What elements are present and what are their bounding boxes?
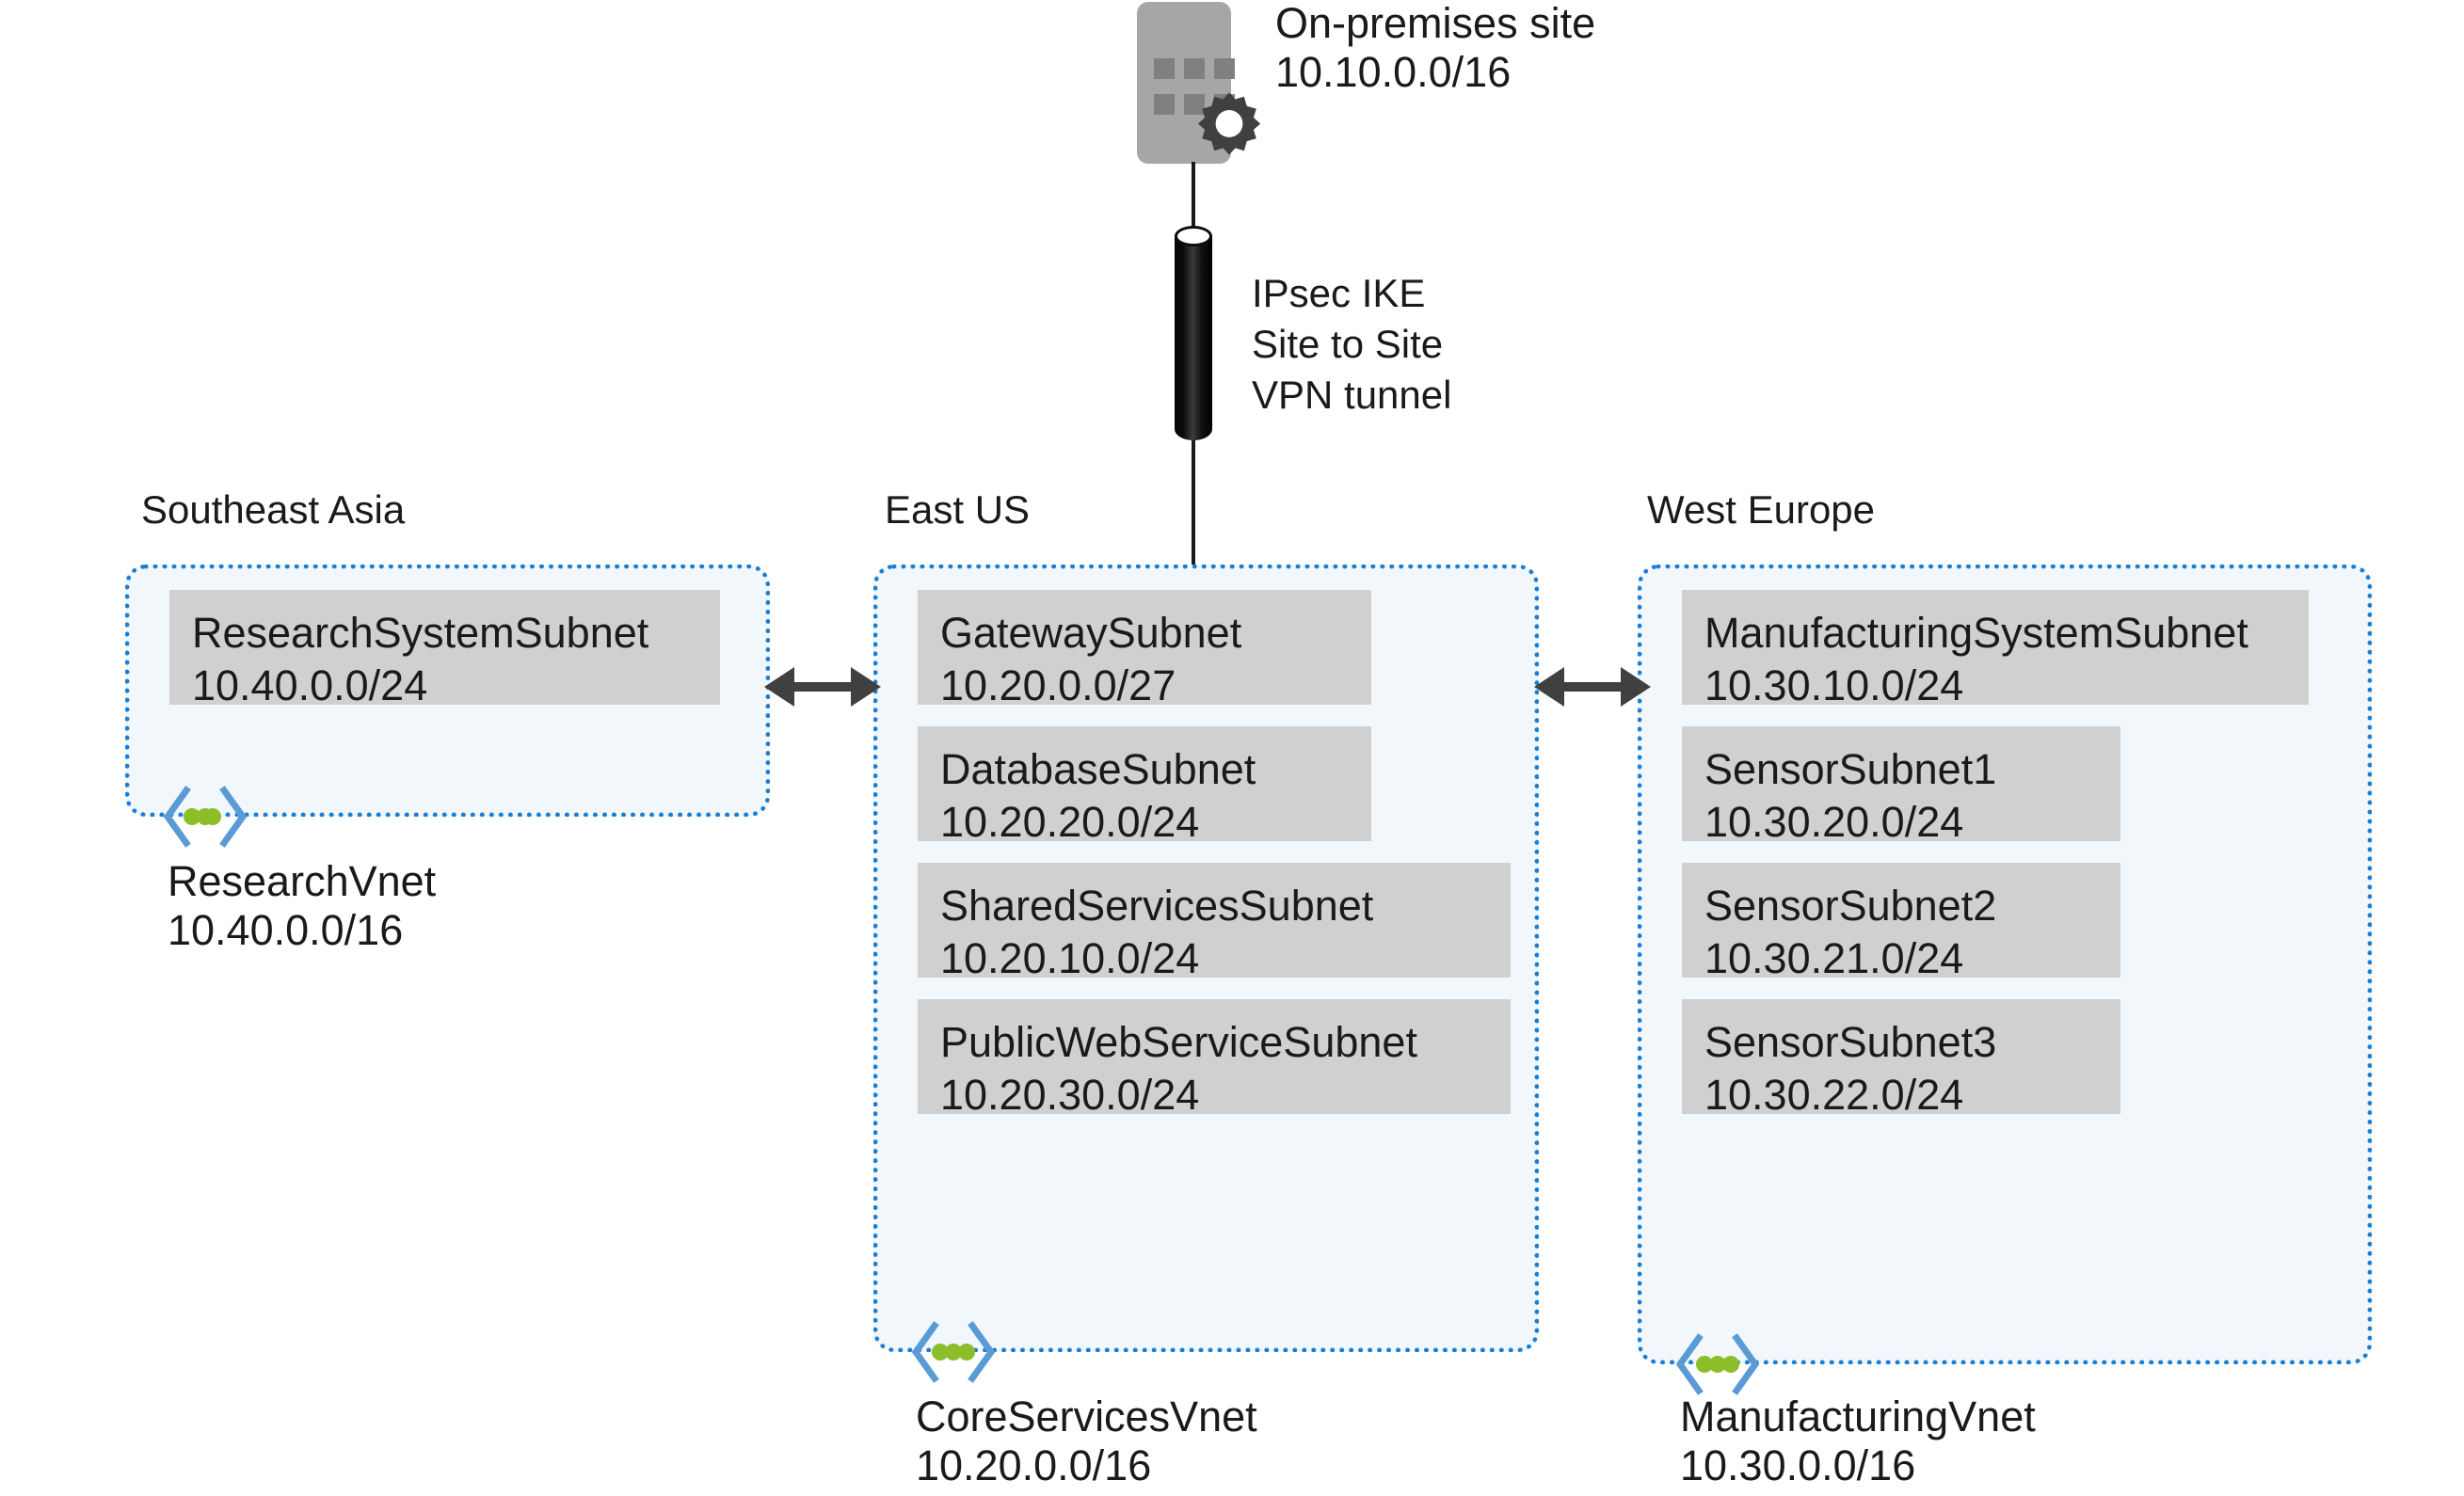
vnet-cidr-core-services: 10.20.0.0/16 <box>916 1441 1152 1489</box>
on-premises-building-icon <box>1137 2 1261 164</box>
building-window <box>1214 58 1235 79</box>
tunnel-cylinder-opening <box>1175 226 1212 247</box>
region-label-west-europe: West Europe <box>1647 487 1876 532</box>
subnet-box-sensor-1[interactable]: SensorSubnet1 10.30.20.0/24 <box>1682 726 2120 846</box>
subnet-cidr: 10.20.20.0/24 <box>940 797 1200 846</box>
subnet-name: ManufacturingSystemSubnet <box>1704 609 2248 657</box>
subnet-name: SensorSubnet1 <box>1704 745 1997 793</box>
building-window <box>1154 58 1175 79</box>
subnet-name: SensorSubnet2 <box>1704 882 1997 930</box>
subnet-name: SharedServicesSubnet <box>940 882 1374 930</box>
vnet-name-research: ResearchVnet <box>168 857 437 905</box>
vnet-cidr-research: 10.40.0.0/16 <box>168 906 404 954</box>
vnet-chevron-dots-icon <box>911 1321 996 1383</box>
subnet-name: SensorSubnet3 <box>1704 1018 1997 1066</box>
subnet-box-research-system[interactable]: ResearchSystemSubnet 10.40.0.0/24 <box>169 590 720 709</box>
subnet-cidr: 10.20.10.0/24 <box>940 933 1200 982</box>
subnet-box-shared-services[interactable]: SharedServicesSubnet 10.20.10.0/24 <box>918 863 1511 982</box>
subnet-name: GatewaySubnet <box>940 609 1242 657</box>
vnet-name-core-services: CoreServicesVnet <box>916 1393 1257 1440</box>
subnet-cidr: 10.40.0.0/24 <box>192 660 428 709</box>
gear-icon <box>1197 92 1261 155</box>
subnet-box-sensor-3[interactable]: SensorSubnet3 10.30.22.0/24 <box>1682 999 2120 1119</box>
vnet-box-manufacturing[interactable]: ManufacturingSystemSubnet 10.30.10.0/24 … <box>1638 565 2372 1364</box>
subnet-box-database[interactable]: DatabaseSubnet 10.20.20.0/24 <box>918 726 1371 846</box>
vnet-box-research[interactable]: ResearchSystemSubnet 10.40.0.0/24 <box>125 565 770 817</box>
subnet-box-sensor-2[interactable]: SensorSubnet2 10.30.21.0/24 <box>1682 863 2120 982</box>
vpn-connector-line-upper <box>1192 162 1195 239</box>
peering-arrow-sea-eastus[interactable] <box>764 659 881 715</box>
on-premises-site-cidr: 10.10.0.0/16 <box>1275 48 1512 96</box>
subnet-box-gateway[interactable]: GatewaySubnet 10.20.0.0/27 <box>918 590 1371 709</box>
vnet-name-manufacturing: ManufacturingVnet <box>1680 1393 2036 1440</box>
subnet-name: PublicWebServiceSubnet <box>940 1018 1417 1066</box>
subnet-cidr: 10.30.22.0/24 <box>1704 1070 1964 1119</box>
building-window <box>1184 58 1205 79</box>
tunnel-label-line1: IPsec IKE <box>1252 271 1426 315</box>
tunnel-label-line2: Site to Site <box>1252 322 1444 366</box>
vnet-cidr-manufacturing: 10.30.0.0/16 <box>1680 1441 1916 1489</box>
subnet-cidr: 10.20.0.0/27 <box>940 660 1176 709</box>
tunnel-cylinder-body <box>1175 235 1212 440</box>
subnet-cidr: 10.20.30.0/24 <box>940 1070 1200 1119</box>
subnet-cidr: 10.30.21.0/24 <box>1704 933 1964 982</box>
building-window <box>1184 94 1205 115</box>
tunnel-label-line3: VPN tunnel <box>1252 373 1452 417</box>
subnet-box-manufacturing-system[interactable]: ManufacturingSystemSubnet 10.30.10.0/24 <box>1682 590 2309 709</box>
subnet-cidr: 10.30.10.0/24 <box>1704 660 1964 709</box>
vnet-box-core-services[interactable]: GatewaySubnet 10.20.0.0/27 DatabaseSubne… <box>873 565 1539 1352</box>
subnet-name: ResearchSystemSubnet <box>192 609 649 657</box>
region-label-east-us: East US <box>885 487 1031 532</box>
vnet-chevron-dots-icon <box>1675 1333 1760 1395</box>
on-premises-site-name: On-premises site <box>1275 0 1596 47</box>
building-window <box>1154 94 1175 115</box>
subnet-cidr: 10.30.20.0/24 <box>1704 797 1964 846</box>
vnet-chevron-dots-icon <box>163 786 248 848</box>
region-label-southeast-asia: Southeast Asia <box>141 487 406 532</box>
vpn-connector-line-lower <box>1192 435 1195 568</box>
vpn-tunnel-icon <box>1175 226 1212 440</box>
subnet-box-public-web-service[interactable]: PublicWebServiceSubnet 10.20.30.0/24 <box>918 999 1511 1119</box>
subnet-name: DatabaseSubnet <box>940 745 1256 793</box>
peering-arrow-eastus-westeu[interactable] <box>1534 659 1651 715</box>
